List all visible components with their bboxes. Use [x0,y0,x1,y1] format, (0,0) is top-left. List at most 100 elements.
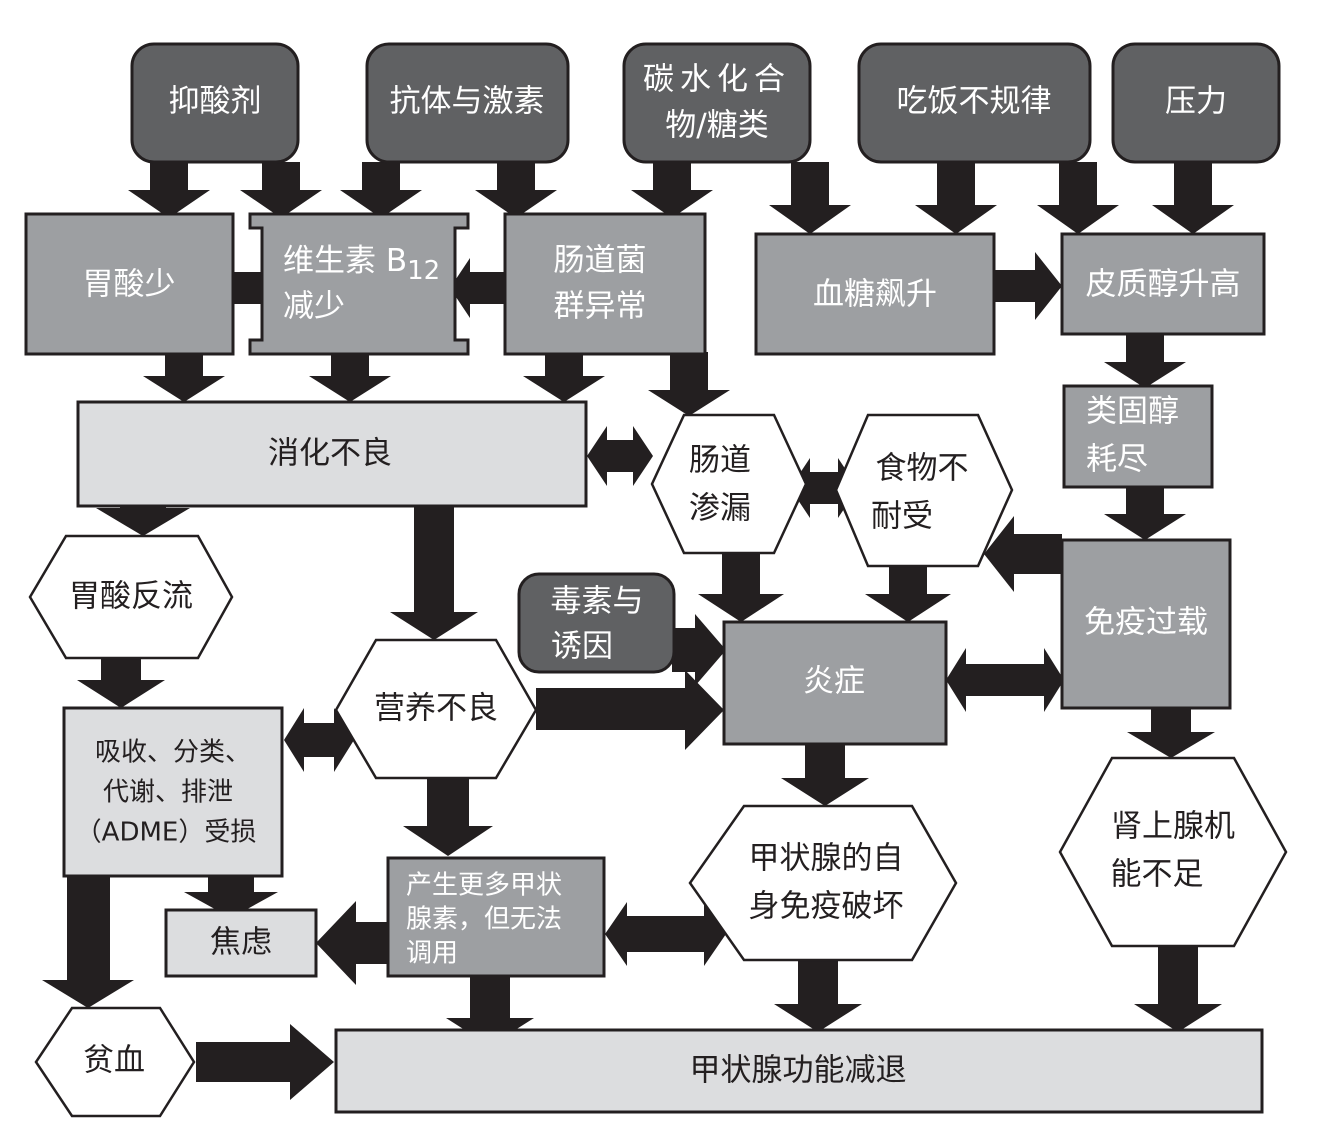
node-malnutrition-label: 营养不良 [374,691,498,727]
node-immune-label: 免疫过载 [1084,605,1208,641]
arrow-antacids-to-low-acid [128,162,210,218]
node-immune-overload: 免疫过载 [1060,538,1232,710]
arrow-antacids-to-b12 [240,162,322,218]
node-b12-label-2: 减少 [283,289,345,325]
node-adme-label-2: 代谢、排泄 [103,778,233,808]
node-indigestion: 消化不良 [76,400,588,508]
node-carbs: 碳水化合 物/糖类 [622,42,812,164]
node-antacids: 抑酸剂 [130,42,300,164]
arrow-sugar-to-cortisol [994,252,1062,320]
node-dysbiosis-label-2: 群异常 [554,289,647,325]
node-indigestion-label: 消化不良 [268,436,392,472]
arrow-autoimmune-to-hypothyroid [774,960,862,1032]
node-leaky-label-1: 肠道 [689,443,751,479]
node-dysbiosis: 肠道菌 群异常 [503,212,707,356]
arrow-malnutrition-to-inflammation [536,670,724,750]
node-thyroid-autoimmune: 甲状腺的自 身免疫破坏 [688,804,958,962]
node-adrenal-label-2: 能不足 [1111,857,1204,893]
node-food-label-2: 耐受 [871,499,933,535]
node-antacids-label: 抑酸剂 [169,84,262,120]
node-blood-sugar-label: 血糖飙升 [813,277,937,313]
node-reflux-label: 胃酸反流 [69,579,193,615]
node-hormone-label-3: 调用 [406,939,458,969]
node-meals-label: 吃饭不规律 [897,84,1052,120]
node-antibiotics-hormones: 抗体与激素 [365,42,570,164]
node-carbs-label-1: 碳水化合 [643,62,791,98]
arrow-leaky-to-inflammation [698,552,784,622]
node-adme-label-1: 吸收、分类、 [95,738,251,768]
arrow-adme-to-anxiety [184,858,278,918]
node-cortisol-label: 皮质醇升高 [1086,267,1241,303]
node-hypothyroidism: 甲状腺功能减退 [334,1028,1264,1114]
arrow-cortisol-to-steroid [1104,334,1186,388]
node-stress: 压力 [1111,42,1281,164]
node-low-stomach-acid: 胃酸少 [24,212,235,356]
node-inflammation-label: 炎症 [803,664,865,700]
node-adrenal-insufficiency: 肾上腺机 能不足 [1058,756,1288,948]
node-anxiety: 焦虑 [164,908,318,978]
node-leaky-gut: 肠道 渗漏 [650,413,808,555]
node-blood-sugar: 血糖飙升 [754,232,996,356]
node-leaky-label-2: 渗漏 [689,491,751,527]
node-adme-label-3: （ADME）受损 [76,818,257,848]
arrow-immune-to-adrenal [1127,708,1215,758]
node-autoimmune-label-1: 甲状腺的自 [749,841,904,877]
node-steroid-depletion: 类固醇 耗尽 [1062,384,1214,489]
arrows [42,162,1234,1100]
arrow-malnutrition-adme [284,708,354,772]
arrow-low-acid-to-indigestion [143,352,225,402]
node-b12-decrease: 维生素 B12 减少 [248,212,470,356]
node-inflammation: 炎症 [722,620,948,746]
node-food-intolerance: 食物不 耐受 [834,413,1014,568]
arrow-anemia-to-hypothyroid [196,1024,334,1100]
arrow-b12-to-indigestion [309,352,391,402]
arrow-carbs-to-blood-sugar [769,162,851,234]
node-carbs-label-2: 物/糖类 [665,108,768,144]
arrow-immune-to-food [984,516,1062,592]
node-cortisol: 皮质醇升高 [1060,232,1266,336]
node-steroid-label-2: 耗尽 [1086,442,1148,478]
node-low-acid-label: 胃酸少 [83,267,176,303]
arrow-adrenal-to-hypothyroid [1134,946,1222,1032]
node-stress-label: 压力 [1165,84,1227,120]
node-more-hormone: 产生更多甲状 腺素，但无法 调用 [386,856,606,978]
node-adme-impaired: 吸收、分类、 代谢、排泄 （ADME）受损 [62,706,284,878]
node-anemia: 贫血 [34,1006,196,1118]
arrow-antibiotics-to-dysbiosis [475,162,557,218]
node-toxins-label-1: 毒素与 [551,584,644,620]
arrow-indigestion-leaky [587,426,653,486]
arrow-indigestion-to-reflux [96,485,190,536]
node-adrenal-label-1: 肾上腺机 [1111,809,1235,845]
arrow-stress-to-cortisol [1152,162,1234,234]
arrow-dysbiosis-to-indigestion [523,352,605,402]
node-toxins-triggers: 毒素与 诱因 [517,572,676,674]
arrow-food-to-inflammation [865,566,951,622]
node-steroid-label-1: 类固醇 [1086,394,1179,430]
arrow-reflux-to-adme [77,656,165,708]
node-food-label-1: 食物不 [876,451,969,487]
node-anxiety-label: 焦虑 [210,925,272,961]
arrow-adme-to-anemia [42,876,134,1008]
node-acid-reflux: 胃酸反流 [28,534,234,660]
node-autoimmune-label-2: 身免疫破坏 [749,889,904,925]
arrow-inflammation-to-autoimmune [781,744,869,806]
arrow-antibiotics-to-b12 [340,162,422,218]
node-irregular-meals: 吃饭不规律 [857,42,1092,164]
node-malnutrition: 营养不良 [334,638,538,780]
arrow-dysbiosis-to-leaky [648,352,730,416]
node-dysbiosis-label-1: 肠道菌 [554,243,647,279]
node-hormone-label-1: 产生更多甲状 [406,871,562,901]
node-hormone-label-2: 腺素，但无法 [406,905,562,935]
node-anemia-label: 贫血 [83,1043,145,1079]
arrow-meals-to-cortisol [1037,162,1119,234]
node-hypothyroidism-label: 甲状腺功能减退 [690,1053,907,1089]
arrow-steroid-to-immune [1104,487,1186,540]
node-toxins-label-2: 诱因 [551,629,613,665]
arrow-hormone-to-anxiety [316,901,390,985]
node-b12-label-1: 维生素 B12 [283,243,440,286]
arrow-indigestion-to-malnutrition [390,507,478,640]
arrow-meals-to-blood-sugar [915,162,997,234]
arrow-hormone-autoimmune [605,902,726,966]
arrow-malnutrition-to-hormone [403,778,493,856]
